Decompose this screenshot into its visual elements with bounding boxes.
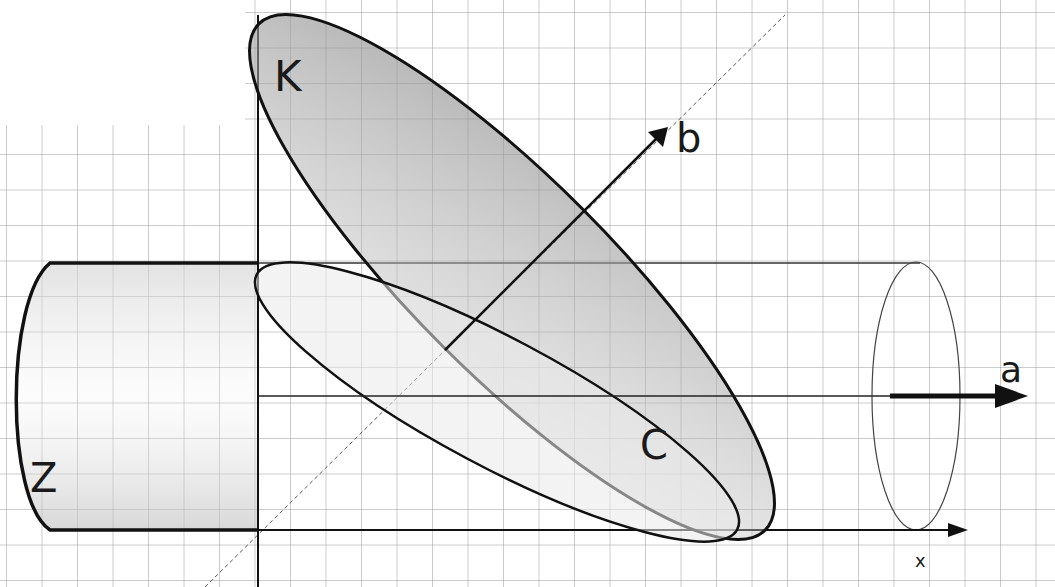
part-label: a [1000, 352, 1022, 388]
cylinder-outline [16, 263, 258, 530]
axis-a-arrow [890, 394, 1000, 399]
arrow-head [948, 523, 968, 537]
vertical-axis [257, 15, 259, 587]
part-label: K [274, 56, 302, 98]
part-label: b [676, 118, 701, 158]
cylinder-shading [16, 263, 258, 530]
x-axis [258, 529, 955, 531]
ellipse-c [227, 218, 767, 586]
paper-cut [0, 0, 245, 125]
part-label: C [640, 425, 668, 465]
ellipse-k [190, 0, 835, 587]
arrow-head [648, 127, 668, 147]
part-label: x [915, 552, 926, 570]
part-label: Z [30, 458, 57, 498]
axis-a [258, 395, 1005, 396]
axis-b [445, 137, 658, 350]
